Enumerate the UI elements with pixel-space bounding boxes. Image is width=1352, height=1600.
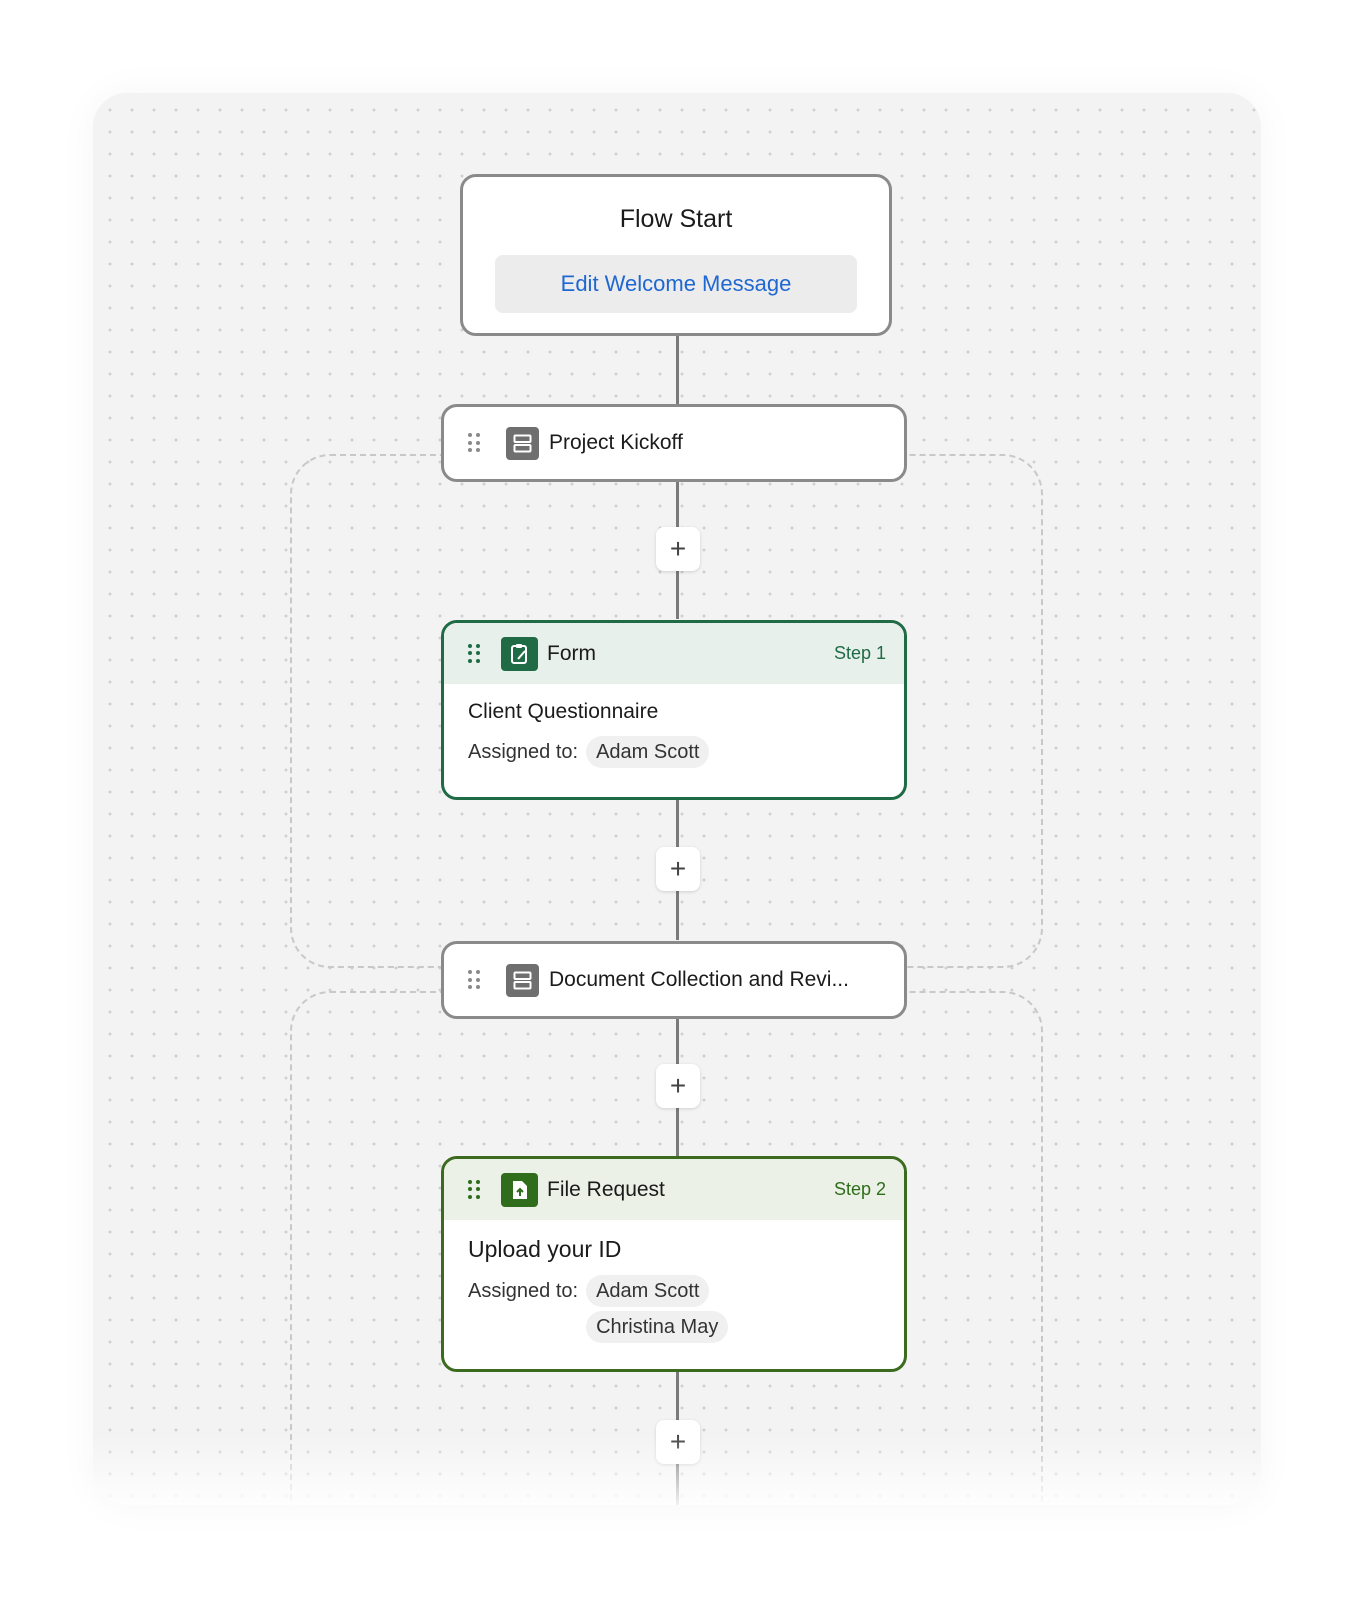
flow-canvas: Flow Start Edit Welcome Message Project … bbox=[93, 93, 1261, 1505]
assignee-chip[interactable]: Christina May bbox=[586, 1311, 729, 1343]
section-label: Document Collection and Revi... bbox=[549, 968, 849, 991]
add-step-button[interactable]: + bbox=[656, 847, 700, 891]
connector-line bbox=[676, 336, 679, 404]
section-card-document-collection[interactable]: Document Collection and Revi... bbox=[441, 941, 907, 1019]
section-icon bbox=[506, 963, 539, 997]
step-title: Upload your ID bbox=[468, 1236, 622, 1262]
drag-handle-icon[interactable] bbox=[468, 433, 480, 453]
step-card-form[interactable]: Form Step 1 Client Questionnaire Assigne… bbox=[441, 620, 907, 800]
step-card-file-request[interactable]: File Request Step 2 Upload your ID Assig… bbox=[441, 1156, 907, 1372]
assignee-chip[interactable]: Adam Scott bbox=[586, 736, 710, 768]
step-number-label: Step 2 bbox=[833, 1179, 886, 1199]
step-header: Form Step 1 bbox=[444, 623, 904, 684]
drag-handle-icon[interactable] bbox=[468, 643, 480, 664]
flow-start-card: Flow Start Edit Welcome Message bbox=[460, 174, 892, 336]
step-type-label: Form bbox=[547, 641, 596, 665]
edit-welcome-message-button[interactable]: Edit Welcome Message bbox=[495, 255, 857, 313]
add-step-button[interactable]: + bbox=[656, 1064, 700, 1108]
add-step-button[interactable]: + bbox=[656, 1420, 700, 1464]
assignee-chip[interactable]: Adam Scott bbox=[586, 1275, 710, 1307]
step-number-label: Step 1 bbox=[833, 643, 886, 663]
step-header: File Request Step 2 bbox=[444, 1159, 904, 1220]
step-type-label: File Request bbox=[547, 1177, 665, 1201]
section-card-project-kickoff[interactable]: Project Kickoff bbox=[441, 404, 907, 482]
drag-handle-icon[interactable] bbox=[468, 970, 480, 990]
step-title: Client Questionnaire bbox=[468, 700, 659, 723]
assigned-to-label: Assigned to: bbox=[468, 1280, 579, 1302]
flow-start-title: Flow Start bbox=[619, 205, 733, 233]
section-label: Project Kickoff bbox=[549, 431, 683, 454]
form-clipboard-icon bbox=[501, 636, 538, 671]
section-icon bbox=[506, 426, 539, 460]
assigned-row: Assigned to: Adam Scott Christina May bbox=[468, 1275, 880, 1343]
add-step-button[interactable]: + bbox=[656, 527, 700, 571]
assigned-row: Assigned to: Adam Scott bbox=[468, 736, 880, 768]
drag-handle-icon[interactable] bbox=[468, 1179, 480, 1200]
file-upload-icon bbox=[501, 1172, 538, 1207]
assigned-to-label: Assigned to: bbox=[468, 741, 579, 763]
